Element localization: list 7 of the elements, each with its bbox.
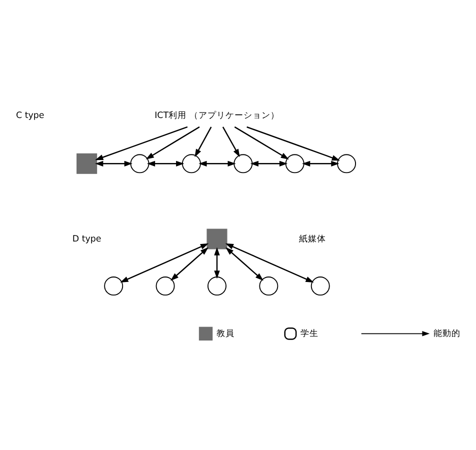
node-text: ICT利用 （アプリケーション） xyxy=(154,111,280,122)
label: 紙媒体 xyxy=(298,234,326,244)
legend-label: 教員 xyxy=(216,328,234,339)
label: D type xyxy=(72,234,102,244)
legend-label: 学生 xyxy=(300,328,318,339)
label: C type xyxy=(16,111,44,122)
legend-label: 能動的 xyxy=(433,328,460,339)
